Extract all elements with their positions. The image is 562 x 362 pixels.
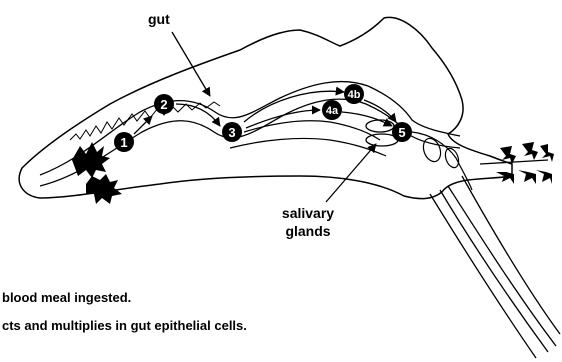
gut-inner-loop-2 [230, 138, 386, 156]
step-4b-marker: 4b [344, 84, 364, 104]
blood-meal-lower [86, 174, 122, 204]
step-5-marker: 5 [392, 122, 412, 142]
head-oval-1 [420, 136, 443, 164]
gut-label: gut [148, 11, 170, 27]
proboscis-line-1 [440, 190, 548, 352]
step-3-marker: 3 [222, 122, 242, 142]
step-5-label: 5 [398, 125, 405, 140]
salivary-label-line2: glands [285, 223, 330, 239]
gut-inner-loop [244, 121, 380, 140]
step-1-marker: 1 [114, 132, 134, 152]
caption-step-2: cts and multiplies in gut epithelial cel… [2, 318, 247, 333]
proboscis-line-3 [462, 176, 560, 334]
step-2-label: 2 [160, 97, 167, 112]
antenna-feather-3 [536, 144, 554, 184]
antenna-feather-2 [518, 142, 538, 184]
gut-pointer-arrow [172, 32, 210, 96]
step-1-label: 1 [120, 135, 127, 150]
step-4a-label: 4a [326, 105, 339, 117]
step-3-label: 3 [228, 125, 235, 140]
salivary-gland-upper [366, 120, 394, 132]
step-4b-label: 4b [348, 89, 361, 101]
proboscis-line-4 [430, 194, 536, 358]
salivary-pointer-arrow [326, 144, 376, 202]
blood-meal-upper [72, 142, 110, 178]
antenna-stem [480, 160, 548, 164]
step-2-marker: 2 [154, 94, 174, 114]
step-4a-marker: 4a [322, 100, 342, 120]
antenna-feather-1 [496, 146, 516, 184]
caption-step-1: blood meal ingested. [2, 290, 131, 305]
head-oval-2 [443, 147, 461, 170]
salivary-label-line1: salivary [282, 205, 334, 221]
proboscis-line-2 [448, 186, 556, 346]
